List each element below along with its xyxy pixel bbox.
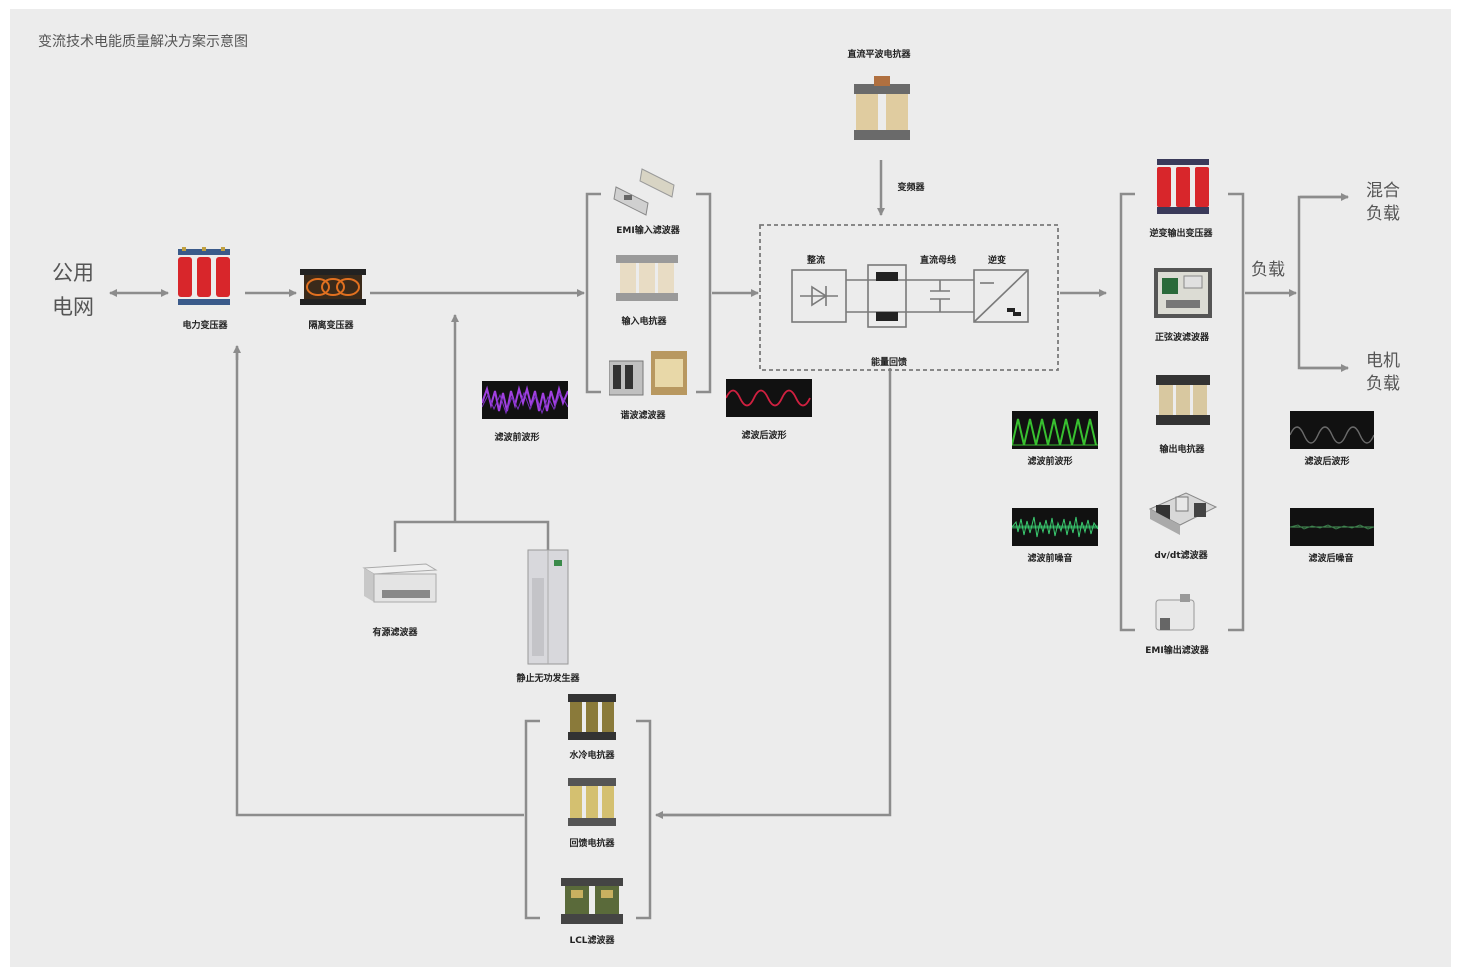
label-after-wave-2: 滤波后波形 (1304, 457, 1350, 467)
label-dc-smoothing-reactor: 直流平波电抗器 (847, 50, 911, 60)
grid-label-line2: 电网 (52, 295, 94, 319)
harmonic-filter-icon (609, 351, 687, 396)
dc-smoothing-reactor-icon (854, 76, 910, 140)
label-after-noise: 滤波后噪音 (1308, 554, 1354, 564)
waveform-after-red (726, 379, 812, 417)
label-inverter-output-transformer: 逆变输出变压器 (1149, 229, 1213, 239)
label-power-transformer: 电力变压器 (182, 321, 228, 331)
label-sine-filter: 正弦波滤波器 (1154, 333, 1210, 343)
converter-blocks (876, 272, 1021, 321)
water-cooled-reactor-icon (568, 694, 616, 740)
label-harmonic-filter: 谐波滤波器 (620, 411, 666, 421)
diagram-canvas (10, 9, 1451, 967)
label-emi-output-filter: EMI输出滤波器 (1145, 646, 1209, 656)
diagram-title: 变流技术电能质量解决方案示意图 (38, 34, 248, 50)
label-rectifier: 整流 (806, 256, 826, 266)
label-svg: 静止无功发生器 (516, 674, 580, 684)
label-before-noise: 滤波前噪音 (1027, 554, 1073, 564)
label-vfd: 变频器 (897, 183, 925, 193)
label-before-wave-1: 滤波前波形 (494, 433, 540, 443)
mixed-load-line1: 混合 (1366, 181, 1400, 201)
label-before-wave-2: 滤波前波形 (1027, 457, 1073, 467)
sine-filter-icon (1154, 268, 1212, 318)
motor-load-line2: 负载 (1366, 374, 1400, 394)
converter-box (759, 224, 1059, 371)
label-lcl-filter: LCL滤波器 (569, 936, 615, 946)
waveform-after-dark (1290, 411, 1374, 449)
label-dc-bus: 直流母线 (919, 256, 957, 266)
inverter-output-transformer-icon (1157, 159, 1209, 214)
label-water-cooled-reactor: 水冷电抗器 (569, 751, 615, 761)
label-output-reactor: 输出电抗器 (1159, 445, 1205, 455)
label-after-wave-1: 滤波后波形 (741, 431, 787, 441)
label-input-reactor: 输入电抗器 (621, 317, 667, 327)
load-label: 负载 (1251, 260, 1285, 280)
label-isolation-transformer: 隔离变压器 (308, 321, 354, 331)
mixed-load-line2: 负载 (1366, 204, 1400, 224)
label-regen: 能量回馈 (870, 358, 908, 368)
noise-before-green (1012, 508, 1098, 546)
output-reactor-icon (1156, 375, 1210, 425)
waveform-before-purple (482, 381, 568, 419)
label-inverter: 逆变 (987, 256, 1007, 266)
dvdt-filter-icon (1148, 492, 1218, 535)
active-filter-icon (362, 563, 438, 603)
label-active-filter: 有源滤波器 (372, 628, 418, 638)
motor-load-line1: 电机 (1366, 351, 1400, 371)
label-dvdt-filter: dv/dt滤波器 (1154, 551, 1208, 561)
label-emi-input-filter: EMI输入滤波器 (616, 226, 680, 236)
label-feedback-reactor: 回馈电抗器 (569, 839, 615, 849)
noise-after-dark (1290, 508, 1374, 546)
feedback-reactor-icon (568, 778, 616, 826)
emi-input-filter-icon (613, 168, 675, 216)
input-reactor-icon (616, 255, 678, 301)
converter-internals (791, 264, 1029, 328)
grid-label-line1: 公用 (52, 261, 94, 285)
isolation-transformer-icon (300, 269, 366, 305)
emi-output-filter-icon (1155, 594, 1195, 631)
power-transformer-icon (178, 247, 230, 305)
waveform-before-green (1012, 411, 1098, 449)
lcl-filter-icon (561, 878, 623, 924)
svg-cabinet-icon (527, 549, 569, 665)
